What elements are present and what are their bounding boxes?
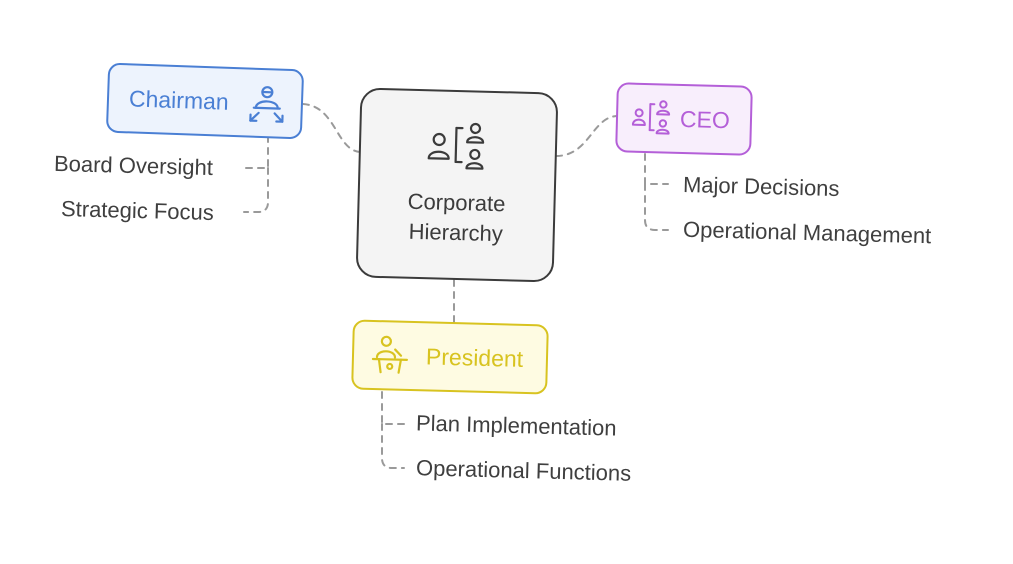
node-president: President — [351, 319, 549, 395]
node-ceo: CEO — [615, 82, 753, 156]
connector-ceo-operational-management — [644, 183, 669, 231]
center-node-title: Corporate Hierarchy — [407, 188, 506, 247]
connector-ceo-major-decisions — [644, 153, 669, 185]
node-chairman-label: Chairman — [128, 84, 230, 115]
connector-president-operational-functions — [381, 423, 405, 469]
leaf-strategic-focus: Strategic Focus — [60, 196, 215, 225]
connector-center-chairman — [302, 103, 361, 153]
org-chart-icon — [427, 122, 485, 170]
center-node-corporate-hierarchy: Corporate Hierarchy — [355, 87, 559, 283]
node-ceo-label: CEO — [679, 105, 731, 133]
speaker-podium-icon — [371, 335, 409, 374]
leaf-plan-implementation: Plan Implementation — [415, 410, 617, 441]
node-chairman: Chairman — [105, 62, 305, 140]
connector-chairman-strategic-focus — [243, 167, 269, 213]
connector-center-ceo — [555, 115, 619, 157]
leaf-board-oversight: Board Oversight — [53, 150, 214, 181]
connector-chairman-board-oversight — [243, 135, 269, 169]
node-president-label: President — [425, 342, 524, 372]
connector-president-plan-implementation — [381, 391, 405, 425]
people-hierarchy-icon — [631, 100, 671, 135]
chairman-meeting-icon — [249, 86, 284, 123]
leaf-major-decisions: Major Decisions — [682, 171, 840, 202]
